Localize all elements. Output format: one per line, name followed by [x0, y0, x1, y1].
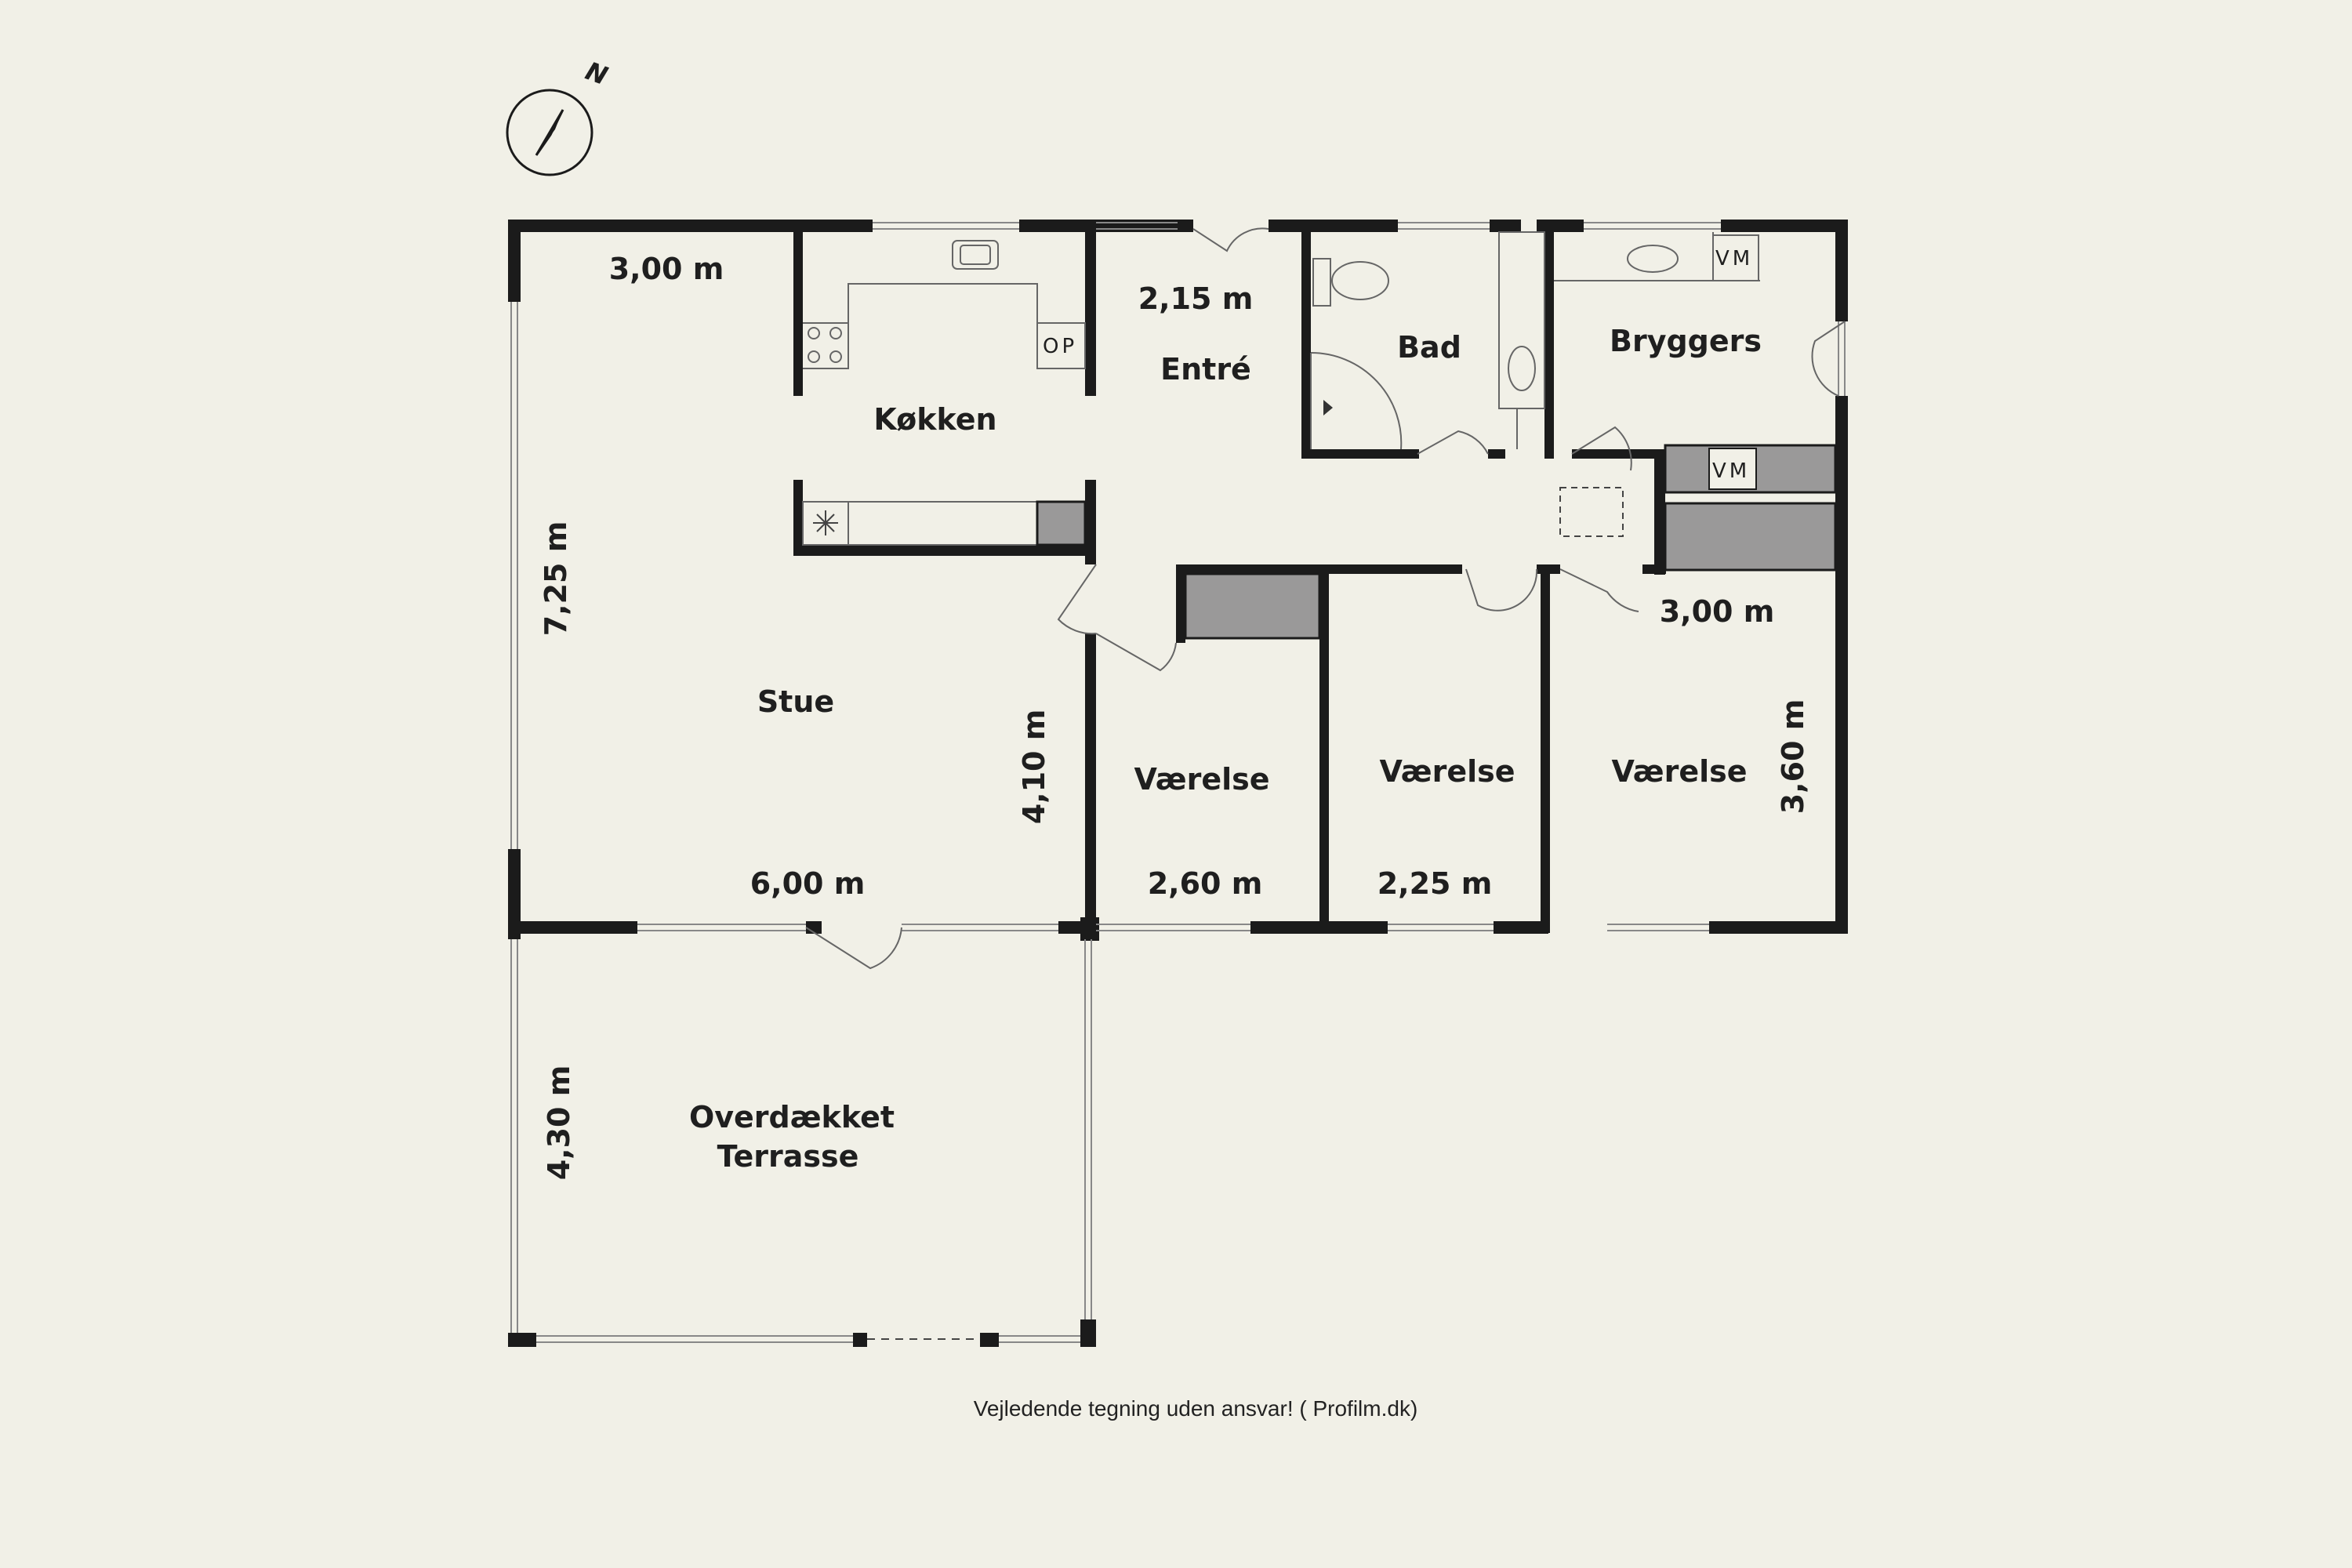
dim-stue-height: 7,25 m — [539, 521, 573, 637]
dim-kokken-width: 3,00 m — [609, 252, 724, 286]
dim-stue-depth: 4,10 m — [1017, 710, 1051, 825]
walls — [508, 220, 1848, 1347]
freezer-icon — [813, 510, 838, 535]
storage-block — [1664, 502, 1837, 572]
dim-vaerelse-1-width: 2,60 m — [1148, 866, 1263, 901]
room-terrasse-line1: Overdækket — [689, 1100, 895, 1134]
washer-label-top: VM — [1715, 247, 1753, 270]
dim-terrasse-height: 4,30 m — [542, 1065, 576, 1181]
compass-icon: N — [506, 56, 612, 176]
dim-vaerelse-2-width: 2,25 m — [1377, 866, 1493, 901]
wardrobe-block — [1184, 572, 1321, 640]
room-entre: Entré — [1160, 352, 1251, 387]
room-vaerelse-2: Værelse — [1379, 754, 1515, 789]
washbasin-icon — [1508, 346, 1536, 391]
washer-label-mid: VM — [1712, 459, 1750, 483]
windows — [510, 222, 1846, 1343]
room-vaerelse-1: Værelse — [1134, 762, 1269, 797]
north-label: N — [582, 56, 612, 91]
room-terrasse-line2: Terrasse — [717, 1139, 859, 1174]
toilet-icon — [1331, 261, 1389, 300]
sink-icon — [952, 240, 999, 270]
dimension-labels: 3,00 m 2,15 m 7,25 m 6,00 m 4,10 m 3,00 … — [539, 252, 1810, 1180]
doors — [805, 227, 1846, 970]
washer-box-mid — [1708, 448, 1757, 490]
room-bad: Bad — [1397, 330, 1461, 365]
footer-disclaimer: Vejledende tegning uden ansvar! ( Profil… — [974, 1396, 1418, 1421]
dim-entre-width: 2,15 m — [1138, 281, 1254, 316]
washer-box-top — [1712, 234, 1759, 281]
room-kokken: Køkken — [873, 402, 996, 437]
oven-box — [1036, 322, 1086, 369]
kitchen-fixtures: OP — [802, 240, 1087, 546]
room-labels: Køkken Entré Bad Bryggers Stue Værelse V… — [689, 324, 1762, 1174]
bathroom-fixtures — [1312, 231, 1545, 449]
room-stue: Stue — [757, 684, 834, 719]
stove-icon — [808, 327, 842, 363]
fridge-block — [1036, 500, 1087, 546]
dim-bryggers-width: 3,00 m — [1660, 594, 1775, 629]
dim-vaerelse-3-height: 3,60 m — [1776, 699, 1810, 815]
dim-stue-width: 6,00 m — [750, 866, 866, 901]
room-bryggers: Bryggers — [1610, 324, 1762, 358]
room-vaerelse-3: Værelse — [1611, 754, 1747, 789]
oven-label: OP — [1043, 335, 1077, 358]
utility-sink-icon — [1627, 245, 1679, 273]
bryggers-fixtures: VM VM — [1554, 232, 1837, 572]
